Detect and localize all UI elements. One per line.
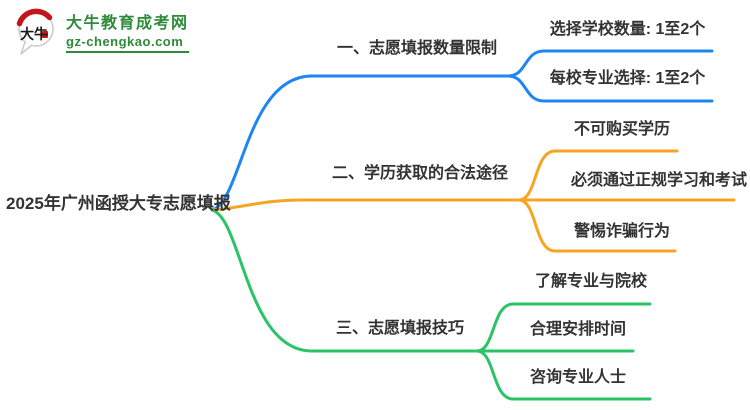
logo-text-block: 大牛教育成考网 gz-chengkao.com [66,14,189,53]
logo-badge-icon: 大牛 [16,8,54,55]
branch3-child2-node: 合理安排时间 [529,321,626,338]
branch1-main-line [210,74,510,212]
branch3-child1-node: 了解专业与院校 [534,273,647,290]
logo-site-domain: gz-chengkao.com [66,34,189,53]
logo-bubble-tail [20,41,33,55]
branch1-child2-line [506,74,714,103]
branch1-child1-line [506,49,714,78]
site-logo: 大牛 大牛教育成考网 gz-chengkao.com [14,8,189,58]
branch3-main-line [210,208,479,353]
branch2-child2-node: 必须通过正规学习和考试 [571,172,748,189]
logo-red-seal [42,31,48,38]
branch2-main-line [210,198,521,212]
branch2-child1-line [517,149,679,202]
logo-red-arc [16,8,53,27]
branch1-child1-node: 选择学校数量: 1至2个 [549,21,706,38]
branch1-child2-node: 每校专业选择: 1至2个 [549,70,706,87]
branch2-lines [210,149,736,253]
logo-badge-text: 大牛 [20,26,48,42]
branch1-node: 一、志愿填报数量限制 [336,40,497,57]
logo-site-name: 大牛教育成考网 [66,14,189,32]
branch3-child3-node: 咨询专业人士 [529,369,626,386]
branch3-child1-line [475,302,652,353]
branch2-child3-node: 警惕诈骗行为 [573,223,670,240]
root-node: 2025年广州函授大专志愿填报 [6,194,231,213]
branch3-lines [210,208,652,401]
branch1-lines [210,49,714,212]
branch3-child3-line [475,349,652,401]
branch3-node: 三、志愿填报技巧 [335,320,464,337]
branch2-child3-line [517,198,677,253]
branch2-child1-node: 不可购买学历 [573,121,670,138]
branch2-node: 二、学历获取的合法途径 [331,165,508,182]
